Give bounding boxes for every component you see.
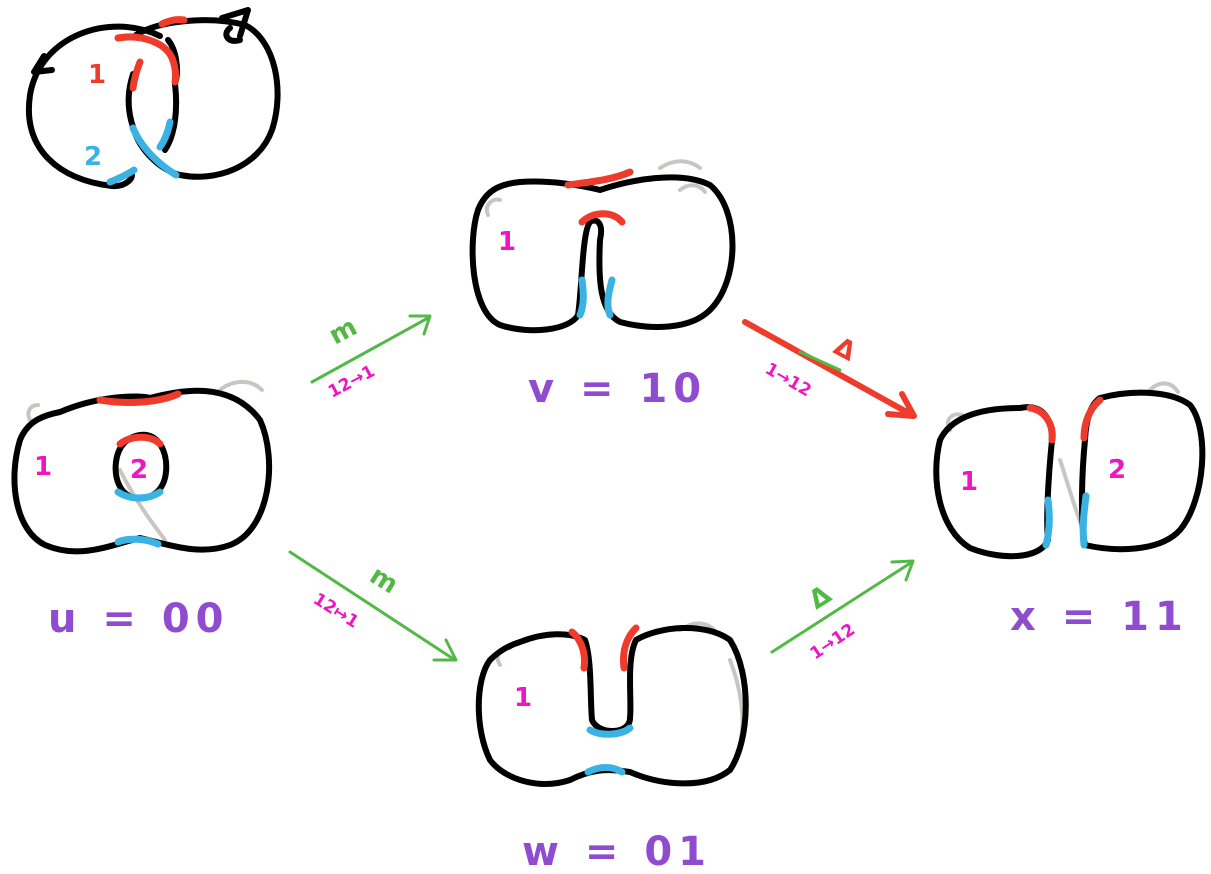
crossing-1-label: 1 (88, 60, 106, 90)
edge-w-x-op: Δ (804, 580, 837, 616)
link-diagram: 1 2 (25, 7, 281, 190)
state-u-circle-2-label: 2 (130, 455, 148, 485)
state-u-circle-1-label: 1 (34, 452, 52, 482)
state-w: 1 w = 01 (475, 621, 749, 874)
state-x: 1 2 x = 11 (933, 381, 1206, 640)
state-x-circle-2-label: 2 (1108, 455, 1126, 485)
arrow-u-v (310, 316, 430, 384)
arrowhead-icon (885, 391, 917, 419)
arrowhead-icon (408, 314, 432, 336)
edge-u-v-op: m (324, 312, 362, 351)
state-w-circle-1-label: 1 (514, 683, 532, 713)
arrowhead-icon (432, 638, 458, 662)
state-u: 1 2 u = 00 (11, 380, 273, 642)
state-v: 1 v = 10 (469, 159, 736, 412)
state-x-circle-1-label: 1 (960, 467, 978, 497)
arrowhead-icon (890, 559, 915, 582)
edge-u-w-op: m (364, 560, 403, 600)
edge-v-to-x: Δ 1→12 (742, 319, 917, 419)
edge-v-x-map: 1→12 (762, 359, 815, 401)
crossing-2-label: 2 (84, 142, 102, 172)
arrow-w-x (770, 560, 914, 654)
orientation-arrow-icon (219, 7, 251, 39)
state-w-label: w = 01 (522, 829, 712, 874)
edge-u-to-v: m 12→1 (310, 312, 432, 402)
edge-u-to-w: m 12↦1 (288, 550, 458, 662)
state-v-label: v = 10 (528, 366, 707, 412)
arrow-v-x (742, 319, 915, 418)
state-u-label: u = 00 (48, 596, 230, 642)
edge-u-v-map: 12→1 (325, 361, 378, 402)
edge-w-to-x: Δ 1→12 (770, 559, 915, 664)
arrow-u-w (288, 550, 457, 662)
state-v-circle-1-label: 1 (498, 227, 516, 257)
orientation-arrow-icon (31, 53, 55, 75)
edge-v-x-op: Δ (829, 332, 861, 368)
state-x-label: x = 11 (1010, 594, 1189, 640)
